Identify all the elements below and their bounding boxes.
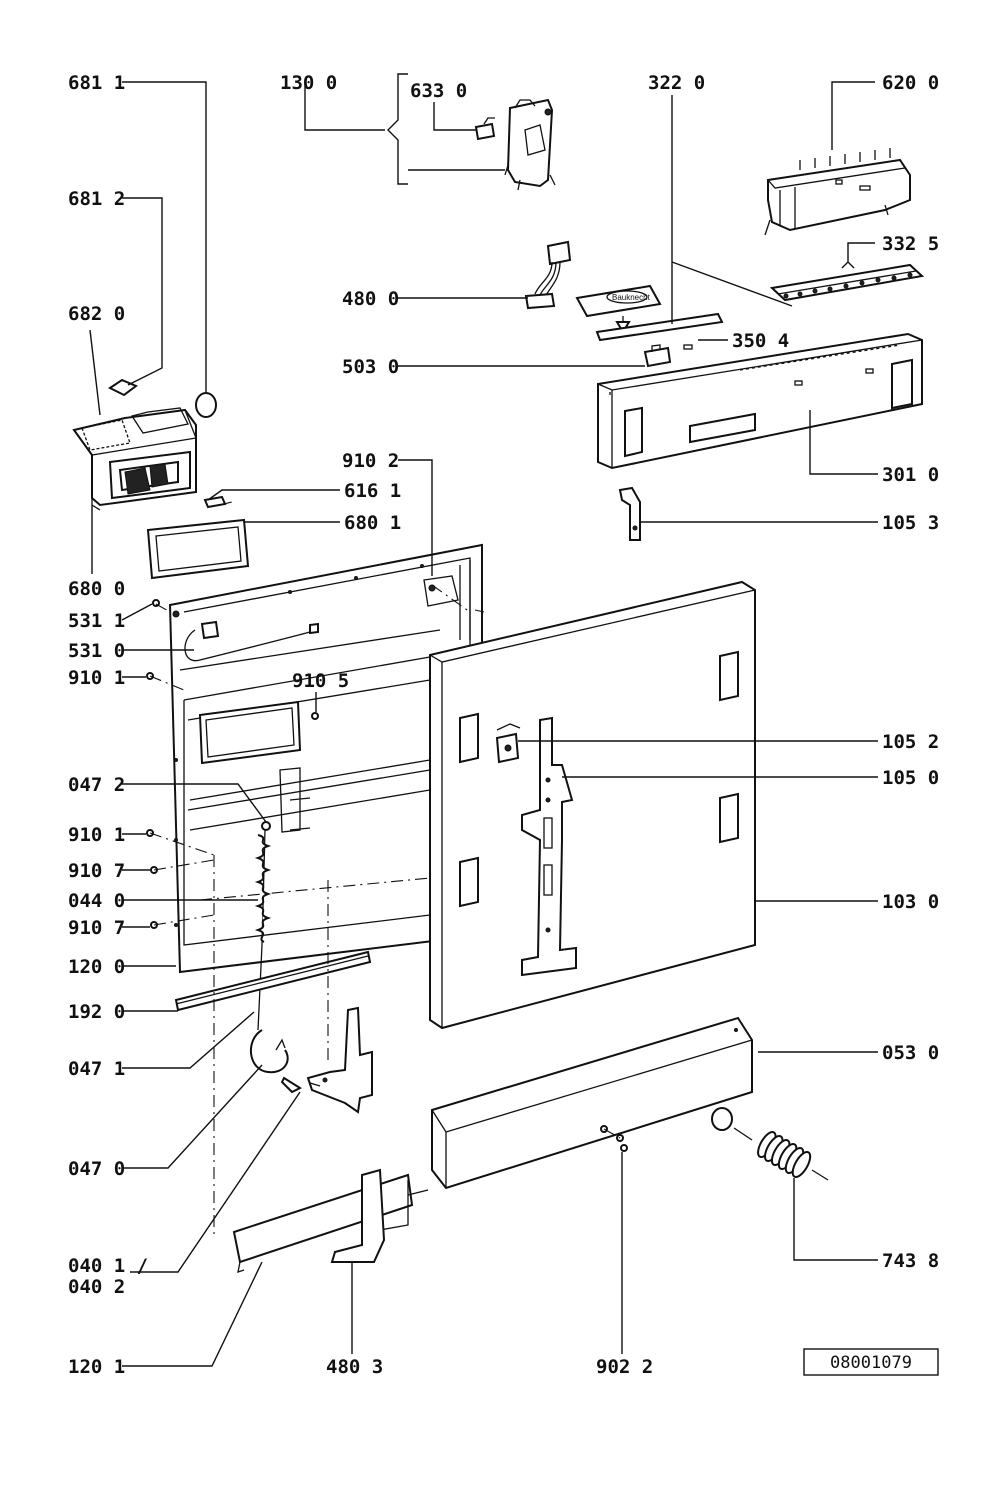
part-743-spring — [711, 1107, 829, 1181]
part-616-clip — [203, 495, 227, 509]
label-681-2: 681 2 — [68, 188, 125, 210]
label-681-1: 681 1 — [68, 72, 125, 94]
label-105-0: 105 0 — [882, 767, 939, 789]
label-680-1: 680 1 — [344, 512, 401, 534]
part-103-outer-door — [429, 580, 756, 1030]
label-620-0: 620 0 — [882, 72, 939, 94]
label-053-0: 053 0 — [882, 1042, 939, 1064]
label-322-0: 322 0 — [648, 72, 705, 94]
reference-box: 08001079 — [803, 1348, 939, 1376]
part-680-gasket — [146, 518, 250, 580]
label-105-3: 105 3 — [882, 512, 939, 534]
label-350-4: 350 4 — [732, 330, 789, 352]
label-120-0: 120 0 — [68, 956, 125, 978]
label-103-0: 103 0 — [882, 891, 939, 913]
leader-lines — [89, 73, 878, 1367]
label-531-0: 531 0 — [68, 640, 125, 662]
label-120-1: 120 1 — [68, 1356, 125, 1378]
part-labels: 681 1 681 2 682 0 130 0 633 0 322 0 620 … — [68, 72, 939, 1378]
label-047-2: 047 2 — [68, 774, 125, 796]
part-531-cable — [152, 599, 319, 662]
label-910-2: 910 2 — [342, 450, 399, 472]
label-680-0: 680 0 — [68, 578, 125, 600]
label-130-0: 130 0 — [280, 72, 337, 94]
part-105-3-bracket — [618, 486, 641, 541]
part-120-1-trim — [232, 1173, 429, 1273]
label-044-0: 044 0 — [68, 890, 125, 912]
brand-label: Bauknecht — [612, 293, 651, 302]
part-480-wiring-harness — [524, 240, 572, 310]
label-301-0: 301 0 — [882, 464, 939, 486]
label-332-5: 332 5 — [882, 233, 939, 255]
label-910-7-a: 910 7 — [68, 860, 125, 882]
part-503-connector — [643, 344, 693, 368]
part-053-plinth — [431, 1016, 753, 1190]
part-322-label-sticker: Bauknecht — [575, 284, 724, 342]
label-743-8: 743 8 — [882, 1250, 939, 1272]
part-332-strip — [769, 263, 925, 302]
part-633-micro-switch — [474, 117, 496, 141]
label-480-3: 480 3 — [326, 1356, 383, 1378]
label-910-1-a: 910 1 — [68, 667, 125, 689]
label-192-0: 192 0 — [68, 1001, 125, 1023]
part-680-dispenser — [72, 407, 197, 511]
label-047-1: 047 1 — [68, 1058, 125, 1080]
label-047-0: 047 0 — [68, 1158, 125, 1180]
part-301-control-panel — [597, 332, 923, 470]
label-902-2: 902 2 — [596, 1356, 653, 1378]
label-105-2: 105 2 — [882, 731, 939, 753]
part-040-bracket — [306, 1006, 373, 1114]
part-480-3-bracket — [330, 1168, 386, 1263]
label-480-0: 480 0 — [342, 288, 399, 310]
label-616-1: 616 1 — [344, 480, 401, 502]
label-040-1: 040 1 / — [68, 1255, 148, 1277]
reference-number: 08001079 — [830, 1353, 912, 1373]
part-620-control-module — [764, 148, 911, 236]
label-531-1: 531 1 — [68, 610, 125, 632]
part-192-rail — [174, 950, 372, 1012]
label-682-0: 682 0 — [68, 303, 125, 325]
construction-lines — [149, 501, 621, 1238]
label-040-2: 040 2 — [68, 1276, 125, 1298]
label-633-0: 633 0 — [410, 80, 467, 102]
label-910-7-b: 910 7 — [68, 917, 125, 939]
part-902-screw — [616, 1134, 628, 1152]
label-910-1-b: 910 1 — [68, 824, 125, 846]
label-910-5: 910 5 — [292, 670, 349, 692]
part-130-door-lock — [504, 98, 556, 191]
part-047-0-hinge — [249, 1029, 303, 1094]
label-503-0: 503 0 — [342, 356, 399, 378]
part-681-1-plug — [195, 392, 217, 418]
